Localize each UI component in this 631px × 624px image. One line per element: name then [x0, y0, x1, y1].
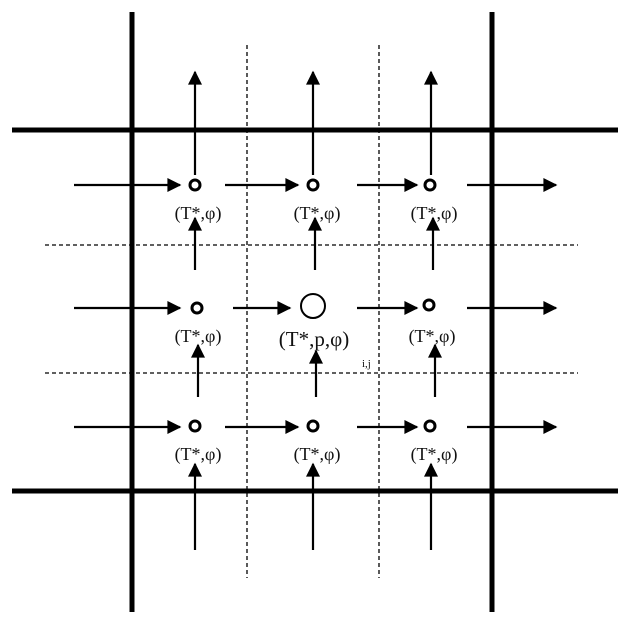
node-label: (T*,φ)	[294, 203, 341, 224]
node-circle	[422, 298, 436, 312]
center-node-label: (T*,p,φ)	[279, 327, 349, 351]
node-circle	[423, 178, 437, 192]
node-label: (T*,φ)	[411, 444, 458, 465]
node-labels: (T*,φ) (T*,φ) (T*,φ) (T*,φ) (T*,p,φ) i,j…	[175, 203, 458, 465]
node-circle	[306, 419, 320, 433]
dashed-grid-lines	[45, 45, 578, 578]
center-node-subscript: i,j	[362, 358, 371, 370]
horizontal-arrows	[74, 178, 558, 434]
node-label: (T*,φ)	[175, 444, 222, 465]
node-circle	[188, 178, 202, 192]
center-node-circle	[300, 293, 326, 319]
node-circle	[188, 419, 202, 433]
node-label: (T*,φ)	[411, 203, 458, 224]
node-label: (T*,φ)	[294, 444, 341, 465]
node-circles	[188, 178, 437, 433]
node-circle	[306, 178, 320, 192]
thick-grid-lines	[12, 12, 618, 612]
node-label: (T*,φ)	[175, 326, 222, 347]
node-label: (T*,φ)	[409, 326, 456, 347]
node-label: (T*,φ)	[175, 203, 222, 224]
node-circle	[423, 419, 437, 433]
vertical-arrows	[188, 70, 442, 550]
node-circle	[190, 301, 204, 315]
